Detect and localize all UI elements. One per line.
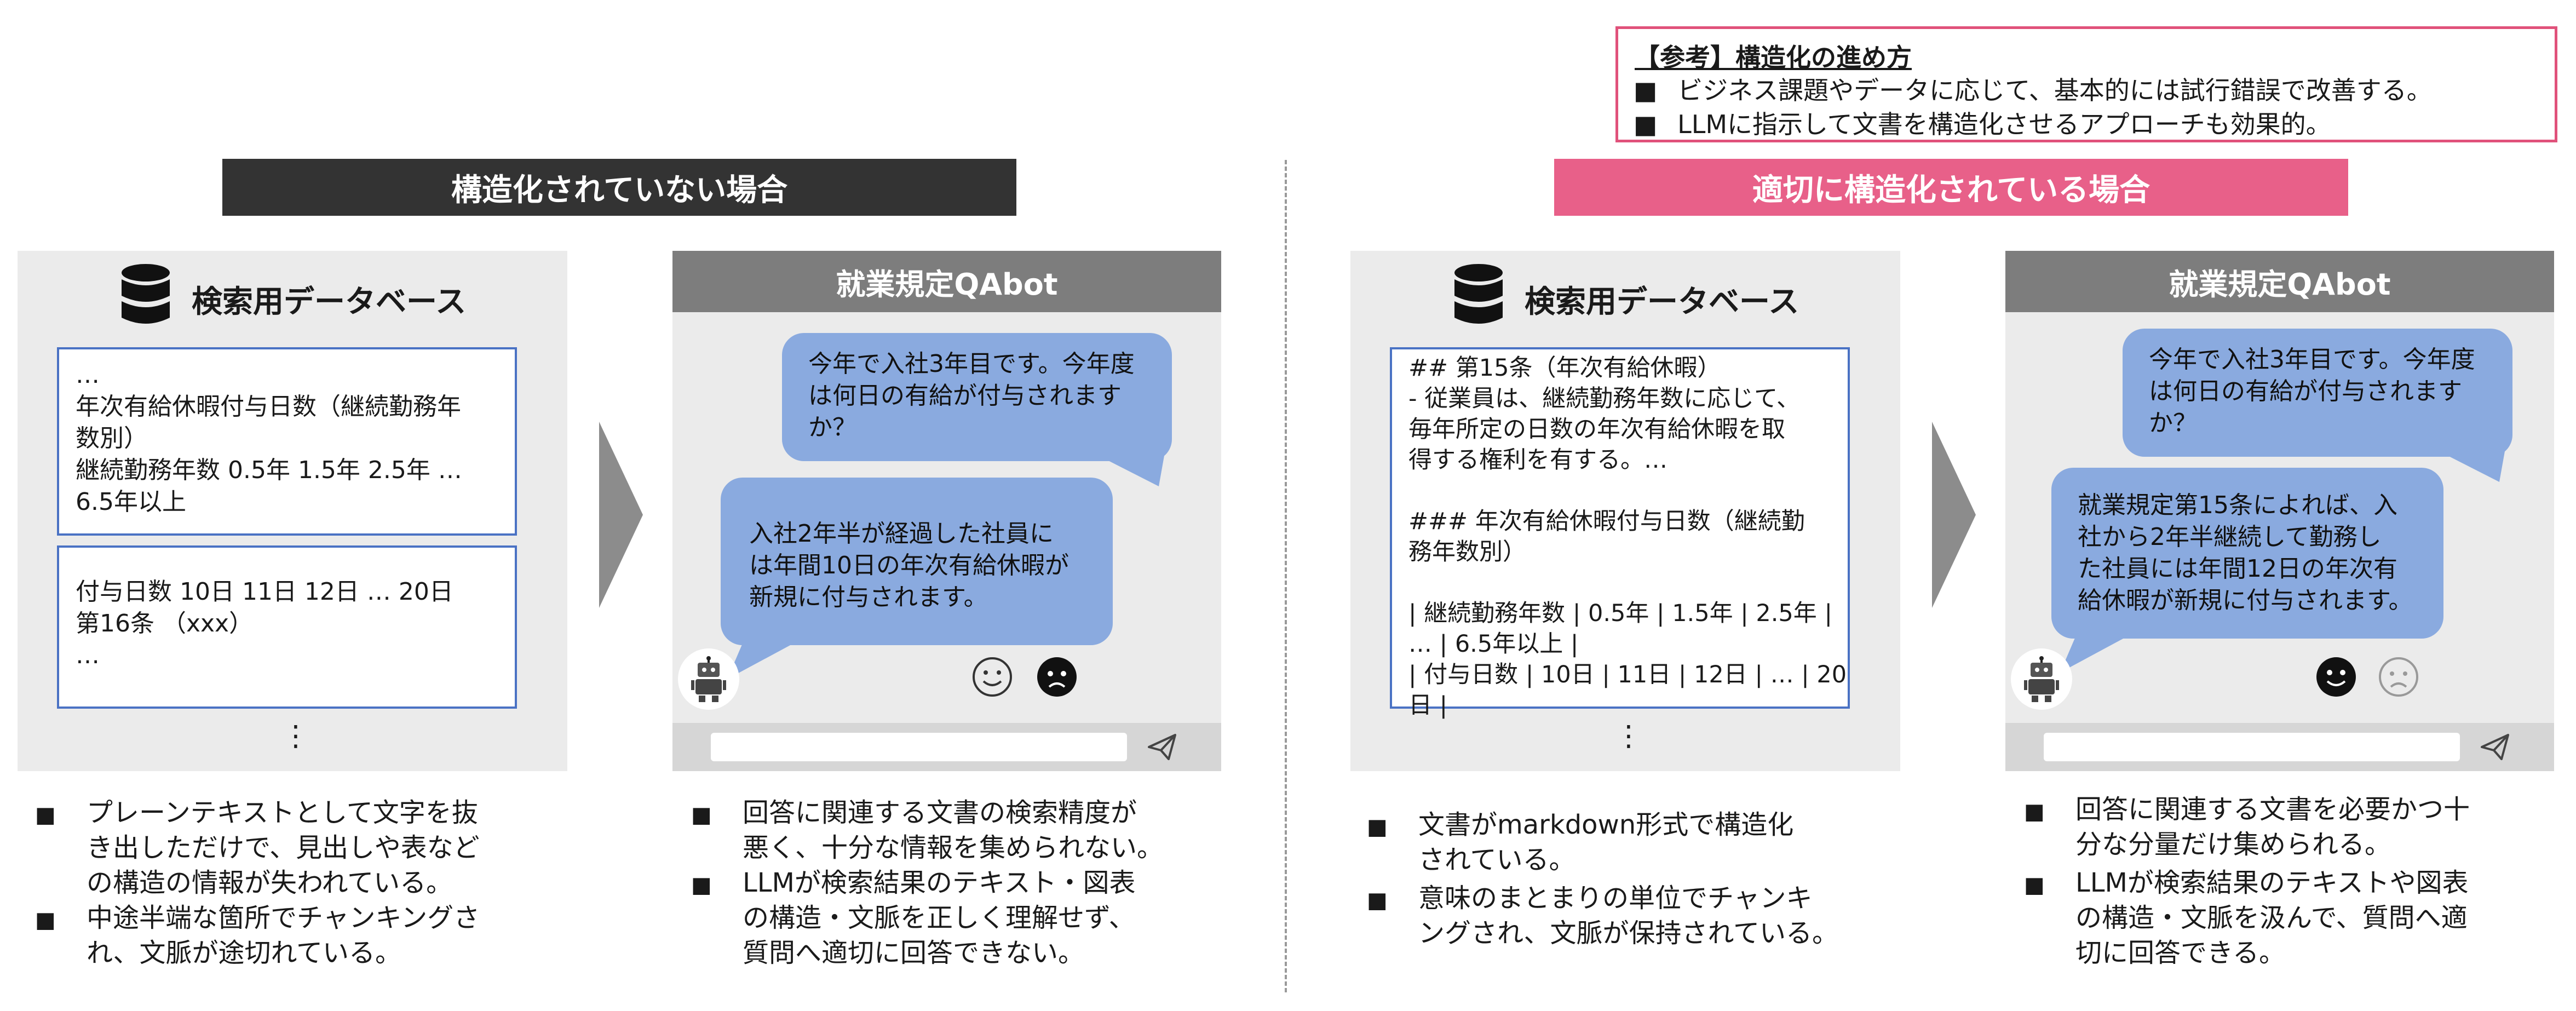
bullet-marker: ■	[2024, 872, 2045, 898]
chat-body: 今年で入社3年目です。今年度 は何日の有給が付与されます か？ 就業規定第15条…	[2005, 312, 2554, 771]
bullet-marker: ■	[691, 872, 712, 898]
user-question-bubble: 今年で入社3年目です。今年度 は何日の有給が付与されます か？	[782, 333, 1172, 461]
reference-item-text: LLMに指示して文書を構造化させるアプローチも効果的。	[1677, 110, 2331, 139]
bullet-marker: ■	[1634, 76, 1658, 105]
chatbot-title: 就業規定QAbot	[672, 251, 1221, 312]
frowning-face-icon[interactable]	[1036, 656, 1078, 698]
smiley-face-icon[interactable]	[971, 656, 1013, 698]
bubble-tail	[1099, 456, 1164, 486]
robot-avatar	[678, 648, 739, 710]
center-divider	[1285, 160, 1287, 992]
bubble-tail	[2060, 634, 2131, 673]
chat-body: 今年で入社3年目です。今年度 は何日の有給が付与されます か？ 入社2年半が経過…	[672, 312, 1221, 771]
note-text: 文書がmarkdown形式で構造化 されている。	[1418, 809, 1794, 875]
reference-item: ■ LLMに指示して文書を構造化させるアプローチも効果的。	[1634, 105, 2331, 141]
reference-item-text: ビジネス課題やデータに応じて、基本的には試行錯誤で改善する。	[1677, 76, 2432, 105]
database-title: 検索用データベース	[192, 284, 467, 320]
document-chunk-text: … 年次有給休暇付与日数（継続勤務年 数別） 継続勤務年数 0.5年 1.5年 …	[76, 361, 462, 516]
chatbot-panel-structured: 就業規定QAbot 今年で入社3年目です。今年度 は何日の有給が付与されます か…	[2005, 251, 2554, 771]
robot-avatar	[2011, 648, 2072, 710]
more-ellipsis: ⋮	[281, 720, 310, 752]
database-icon	[1454, 264, 1503, 324]
database-panel-structured: 検索用データベース ## 第15条（年次有給休暇） - 従業員は、継続勤務年数に…	[1350, 251, 1900, 771]
note-text: 意味のまとまりの単位でチャンキ ングされ、文脈が保持されている。	[1418, 883, 1839, 949]
database-panel-unstructured: 検索用データベース … 年次有給休暇付与日数（継続勤務年 数別） 継続勤務年数 …	[18, 251, 567, 771]
more-ellipsis: ⋮	[1614, 720, 1643, 752]
bullet-marker: ■	[1367, 888, 1388, 913]
robot-icon	[2024, 656, 2059, 702]
send-icon[interactable]	[1147, 733, 1177, 761]
document-chunk-text: 付与日数 10日 11日 12日 … 20日 第16条 （xxx） …	[76, 578, 453, 669]
database-title: 検索用データベース	[1525, 284, 1799, 320]
note-text: 回答に関連する文書の検索精度が 悪く、十分な情報を集められない。	[743, 797, 1164, 863]
send-icon[interactable]	[2480, 733, 2510, 761]
note-text: 回答に関連する文書を必要かつ十 分な分量だけ集められる。	[2075, 794, 2470, 860]
bullet-marker: ■	[691, 802, 712, 828]
message-input-bar	[2005, 723, 2554, 771]
frowning-face-icon[interactable]	[2378, 656, 2419, 698]
smiley-face-icon[interactable]	[2315, 656, 2357, 698]
note-text: LLMが検索結果のテキスト・図表 の構造・文脈を正しく理解せず、 質問へ適切に回…	[743, 868, 1136, 968]
note-text: プレーンテキストとして文字を抜 き出しただけで、見出しや表など の構造の情報が失…	[87, 797, 480, 898]
user-question-bubble: 今年で入社3年目です。今年度 は何日の有給が付与されます か？	[2123, 329, 2512, 457]
bullet-marker: ■	[1367, 814, 1388, 840]
robot-icon	[691, 656, 726, 702]
message-input[interactable]	[2044, 733, 2460, 761]
document-chunk: 付与日数 10日 11日 12日 … 20日 第16条 （xxx） …	[57, 545, 517, 709]
reference-note: 【参考】構造化の進め方 ■ ビジネス課題やデータに応じて、基本的には試行錯誤で改…	[1615, 26, 2557, 142]
reference-title: 【参考】構造化の進め方	[1635, 43, 1912, 72]
note-text: LLMが検索結果のテキストや図表 の構造・文脈を汲んで、質問へ適 切に回答できる…	[2075, 868, 2469, 968]
database-icon	[122, 264, 170, 324]
flow-arrow	[599, 422, 643, 608]
message-input-bar	[672, 723, 1221, 771]
bot-answer-bubble: 入社2年半が経過した社員に は年間10日の年次有給休暇が 新規に付与されます。	[721, 478, 1113, 645]
structured-header: 適切に構造化されている場合	[1554, 159, 2348, 216]
bullet-marker: ■	[35, 802, 56, 828]
chatbot-panel-unstructured: 就業規定QAbot 今年で入社3年目です。今年度 は何日の有給が付与されます か…	[672, 251, 1221, 771]
document-chunk-text: ## 第15条（年次有給休暇） - 従業員は、継続勤務年数に応じて、 毎年所定の…	[1408, 354, 1847, 719]
unstructured-header: 構造化されていない場合	[222, 159, 1016, 216]
document-chunk: … 年次有給休暇付与日数（継続勤務年 数別） 継続勤務年数 0.5年 1.5年 …	[57, 347, 517, 536]
document-chunk-markdown: ## 第15条（年次有給休暇） - 従業員は、継続勤務年数に応じて、 毎年所定の…	[1390, 347, 1850, 719]
bubble-tail	[727, 641, 798, 679]
chatbot-title: 就業規定QAbot	[2005, 251, 2554, 312]
message-input[interactable]	[711, 733, 1127, 761]
bubble-tail	[2439, 451, 2505, 482]
bullet-marker: ■	[35, 907, 56, 933]
reference-item: ■ ビジネス課題やデータに応じて、基本的には試行錯誤で改善する。	[1634, 71, 2432, 107]
bullet-marker: ■	[2024, 799, 2045, 824]
bot-answer-bubble: 就業規定第15条によれば、入 社から2年半継続して勤務し た社員には年間12日の…	[2051, 468, 2443, 639]
note-text: 中途半端な箇所でチャンキングさ れ、文脈が途切れている。	[87, 903, 480, 968]
flow-arrow	[1932, 422, 1976, 608]
bullet-marker: ■	[1634, 110, 1658, 139]
